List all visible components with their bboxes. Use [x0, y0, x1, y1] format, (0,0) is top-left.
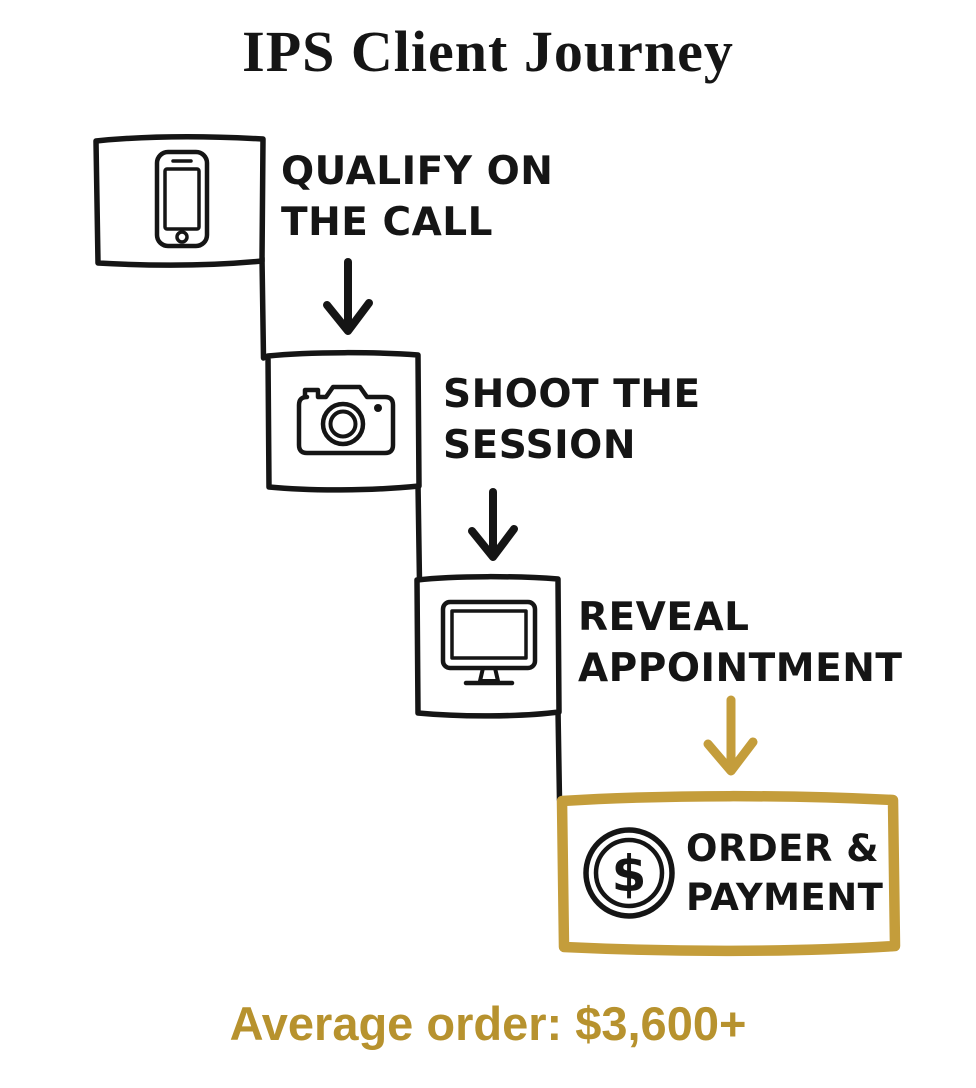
flow-box-qualify — [93, 134, 266, 268]
step-label-qualify: QUALIFY ON THE CALL — [281, 149, 554, 245]
arrow-down-icon-2 — [468, 488, 518, 561]
dollar-glyph: $ — [612, 845, 647, 903]
arrow-down-icon-3 — [703, 695, 758, 776]
average-order-text: Average order: $3,600+ — [229, 997, 747, 1050]
box-outline — [414, 573, 562, 719]
box-outline — [93, 134, 266, 268]
connector-line-1 — [259, 255, 267, 361]
smartphone-icon — [154, 149, 210, 249]
connector-line-2 — [415, 481, 423, 585]
page-title: IPS Client Journey — [242, 19, 734, 84]
box-outline — [265, 349, 422, 493]
step-label-order: ORDER & PAYMENT — [686, 827, 884, 919]
step-label-shoot: SHOOT THE SESSION — [443, 372, 701, 468]
flow-box-order: $ — [556, 790, 901, 957]
flow-box-shoot — [265, 349, 422, 493]
connector-line-3 — [555, 707, 563, 803]
arrow-down-icon-1 — [323, 258, 373, 335]
step-label-reveal: REVEAL APPOINTMENT — [578, 595, 903, 691]
flow-box-reveal — [414, 573, 562, 719]
camera-icon — [296, 384, 396, 456]
dollar-icon: $ — [583, 827, 675, 919]
monitor-icon — [440, 599, 538, 686]
